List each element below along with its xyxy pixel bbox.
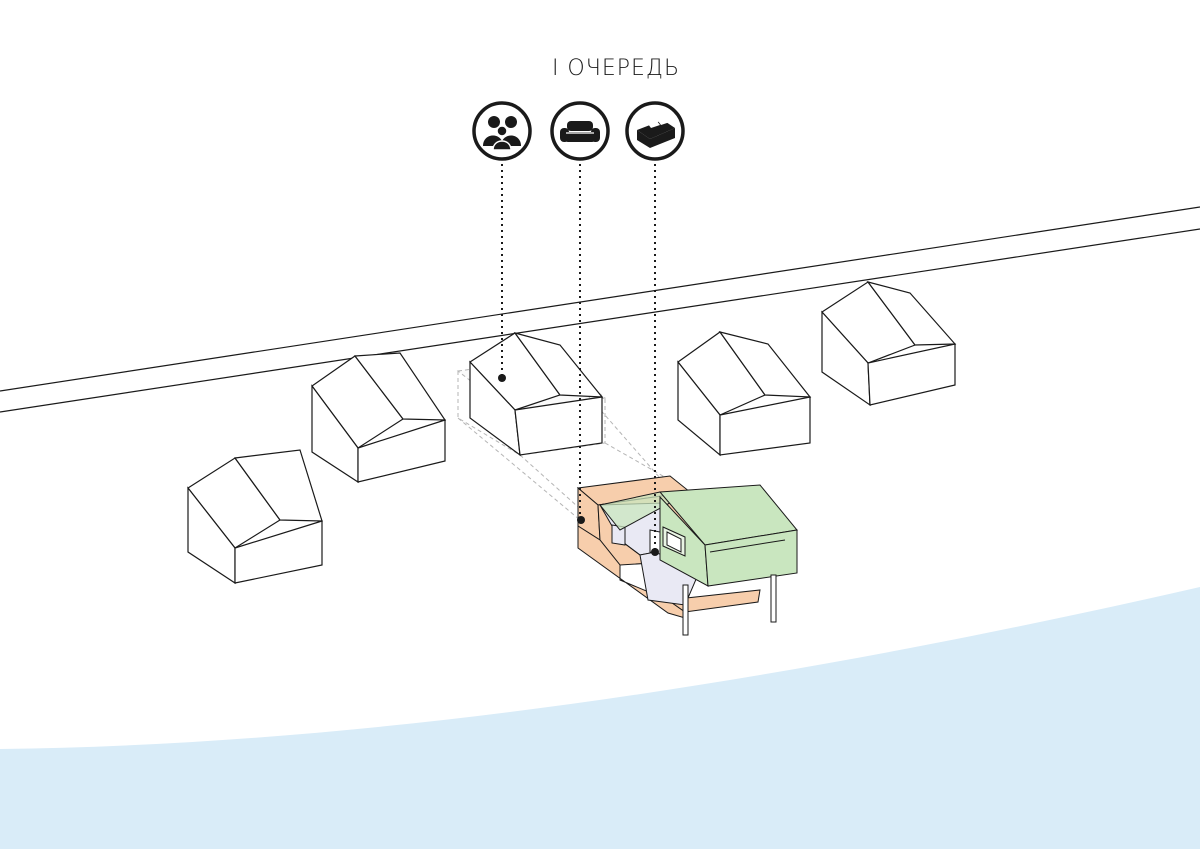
leader-dot-bed (651, 548, 659, 556)
street (0, 206, 1200, 413)
new-block-upper (599, 484, 798, 587)
leader-dot-family (498, 374, 506, 382)
leader-lines (501, 158, 656, 550)
house-3 (469, 331, 604, 457)
water-area (0, 587, 1200, 849)
house-5 (821, 280, 957, 407)
house-2 (311, 352, 447, 484)
diagram-title: I ОЧЕРЕДЬ (551, 56, 681, 81)
leader-dots (498, 374, 659, 556)
house-1 (187, 449, 323, 585)
family-icon (472, 101, 532, 161)
pilotis (682, 574, 777, 636)
leader-dot-sofa (577, 516, 585, 524)
house-4 (677, 331, 812, 457)
bed-icon (625, 101, 685, 161)
sofa-icon (550, 101, 610, 161)
